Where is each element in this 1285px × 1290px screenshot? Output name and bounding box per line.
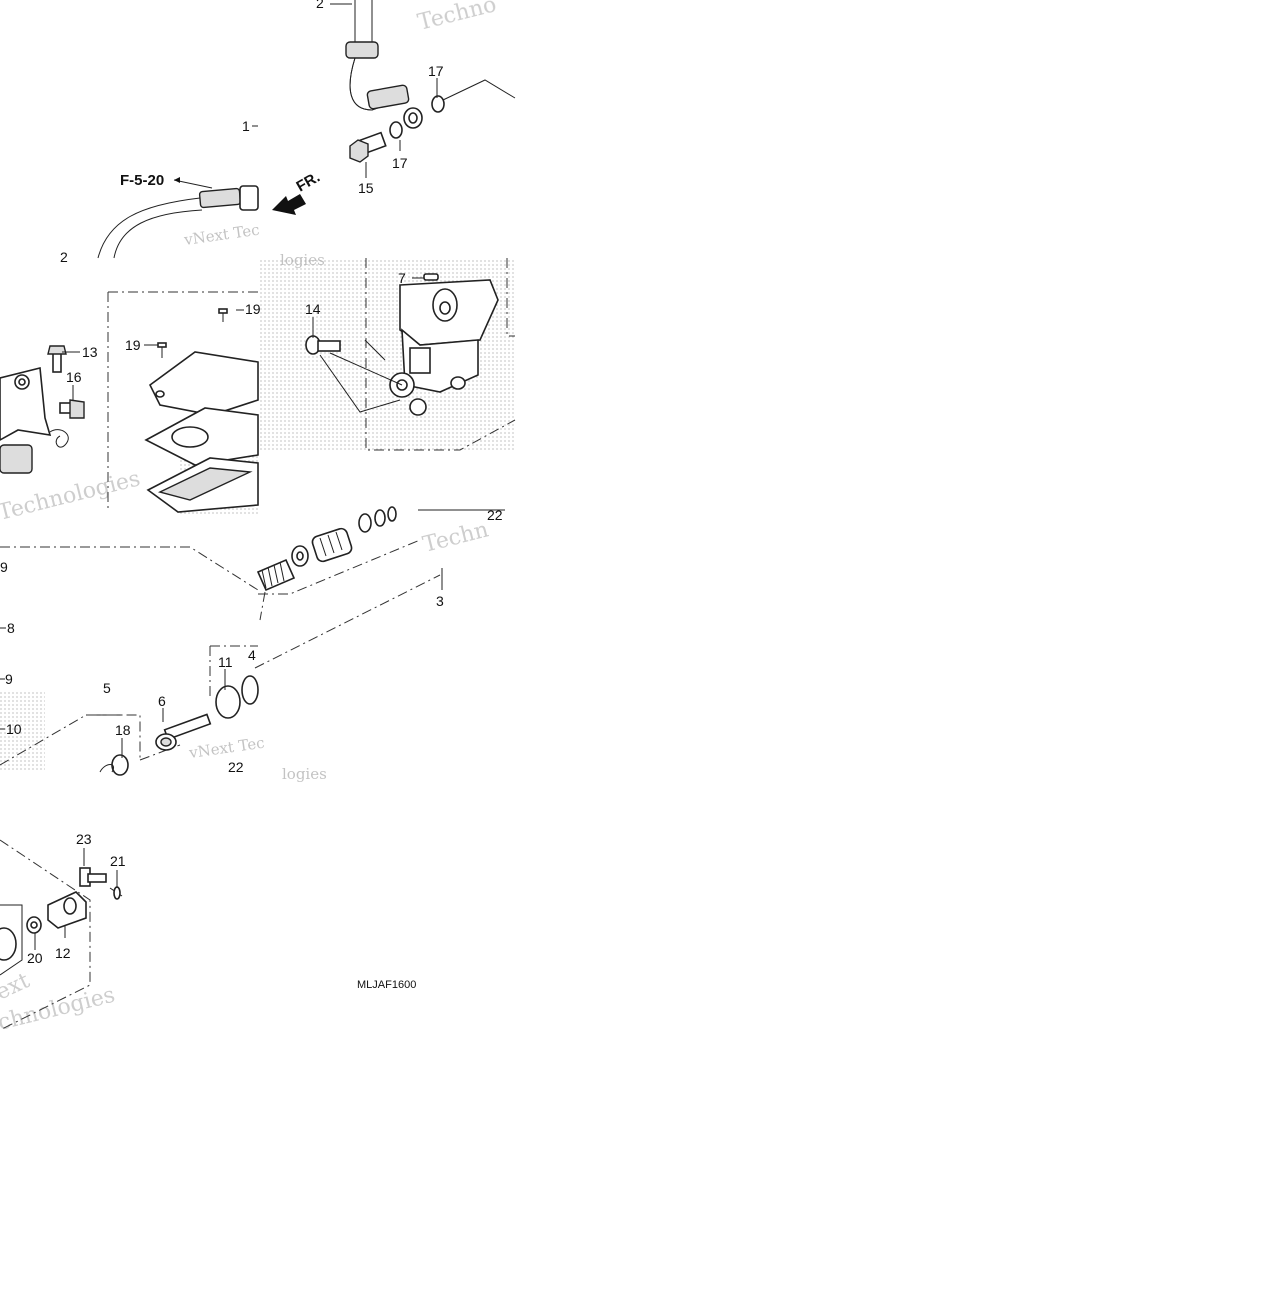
callout: 18 <box>115 722 131 738</box>
clevis-assembly <box>0 839 123 1031</box>
callout: 2 <box>60 249 68 265</box>
mounting-bolt <box>305 335 341 355</box>
shading <box>0 690 45 770</box>
clip-part <box>414 273 439 281</box>
reference-label: F-5-20 <box>120 172 164 189</box>
piston-assembly <box>0 506 505 621</box>
diagram-code: MLJAF1600 <box>357 979 416 991</box>
callout: 6 <box>158 693 166 709</box>
callout: 23 <box>76 831 92 847</box>
watermark: Techno vNext Tec logies Technologies Tec… <box>0 0 499 1036</box>
callout: 20 <box>27 950 43 966</box>
callout: 1 <box>242 118 250 134</box>
callout-labels: 2 17 1 17 15 2 7 14 19 19 13 16 22 9 3 8… <box>0 0 503 966</box>
callout: 2 <box>316 0 324 11</box>
watermark-text: ext <box>0 968 34 1005</box>
callout: 19 <box>245 301 261 317</box>
watermark-text: Technologies <box>0 466 143 525</box>
callout: 21 <box>110 853 126 869</box>
callout: 4 <box>248 647 256 663</box>
callout: 5 <box>103 680 111 696</box>
callout: 14 <box>305 301 321 317</box>
brake-hose-upper <box>345 0 516 139</box>
callout: 8 <box>7 620 15 636</box>
callout: 19 <box>125 337 141 353</box>
callout: 22 <box>487 507 503 523</box>
front-arrow-icon: FR. <box>272 169 323 215</box>
master-cylinder-body <box>319 258 516 451</box>
front-arrow-label: FR. <box>294 169 323 196</box>
callout: 11 <box>218 654 233 670</box>
bracket-assembly <box>0 345 85 474</box>
watermark-text: vNext Tec <box>182 221 261 250</box>
pushrod-assembly <box>0 645 259 776</box>
callout: 9 <box>0 559 8 575</box>
banjo-bolt <box>349 131 387 163</box>
callout: 16 <box>66 369 82 385</box>
leader-lines <box>0 3 438 950</box>
callout: 22 <box>228 759 244 775</box>
watermark-text: vNext Tec <box>187 734 266 763</box>
callout: 17 <box>428 63 444 79</box>
callout: 13 <box>82 344 98 360</box>
brake-hose-lower <box>97 185 259 259</box>
callout: 7 <box>398 270 406 286</box>
callout: 9 <box>5 671 13 687</box>
callout: 3 <box>436 593 444 609</box>
callout: 17 <box>392 155 408 171</box>
callout: 12 <box>55 945 71 961</box>
reservoir-cap-assembly <box>107 291 259 513</box>
watermark-text: Techno <box>415 0 499 36</box>
callout: 15 <box>358 180 374 196</box>
callout: 10 <box>6 721 22 737</box>
watermark-text: Techn <box>420 517 491 557</box>
watermark-text: logies <box>282 765 327 783</box>
